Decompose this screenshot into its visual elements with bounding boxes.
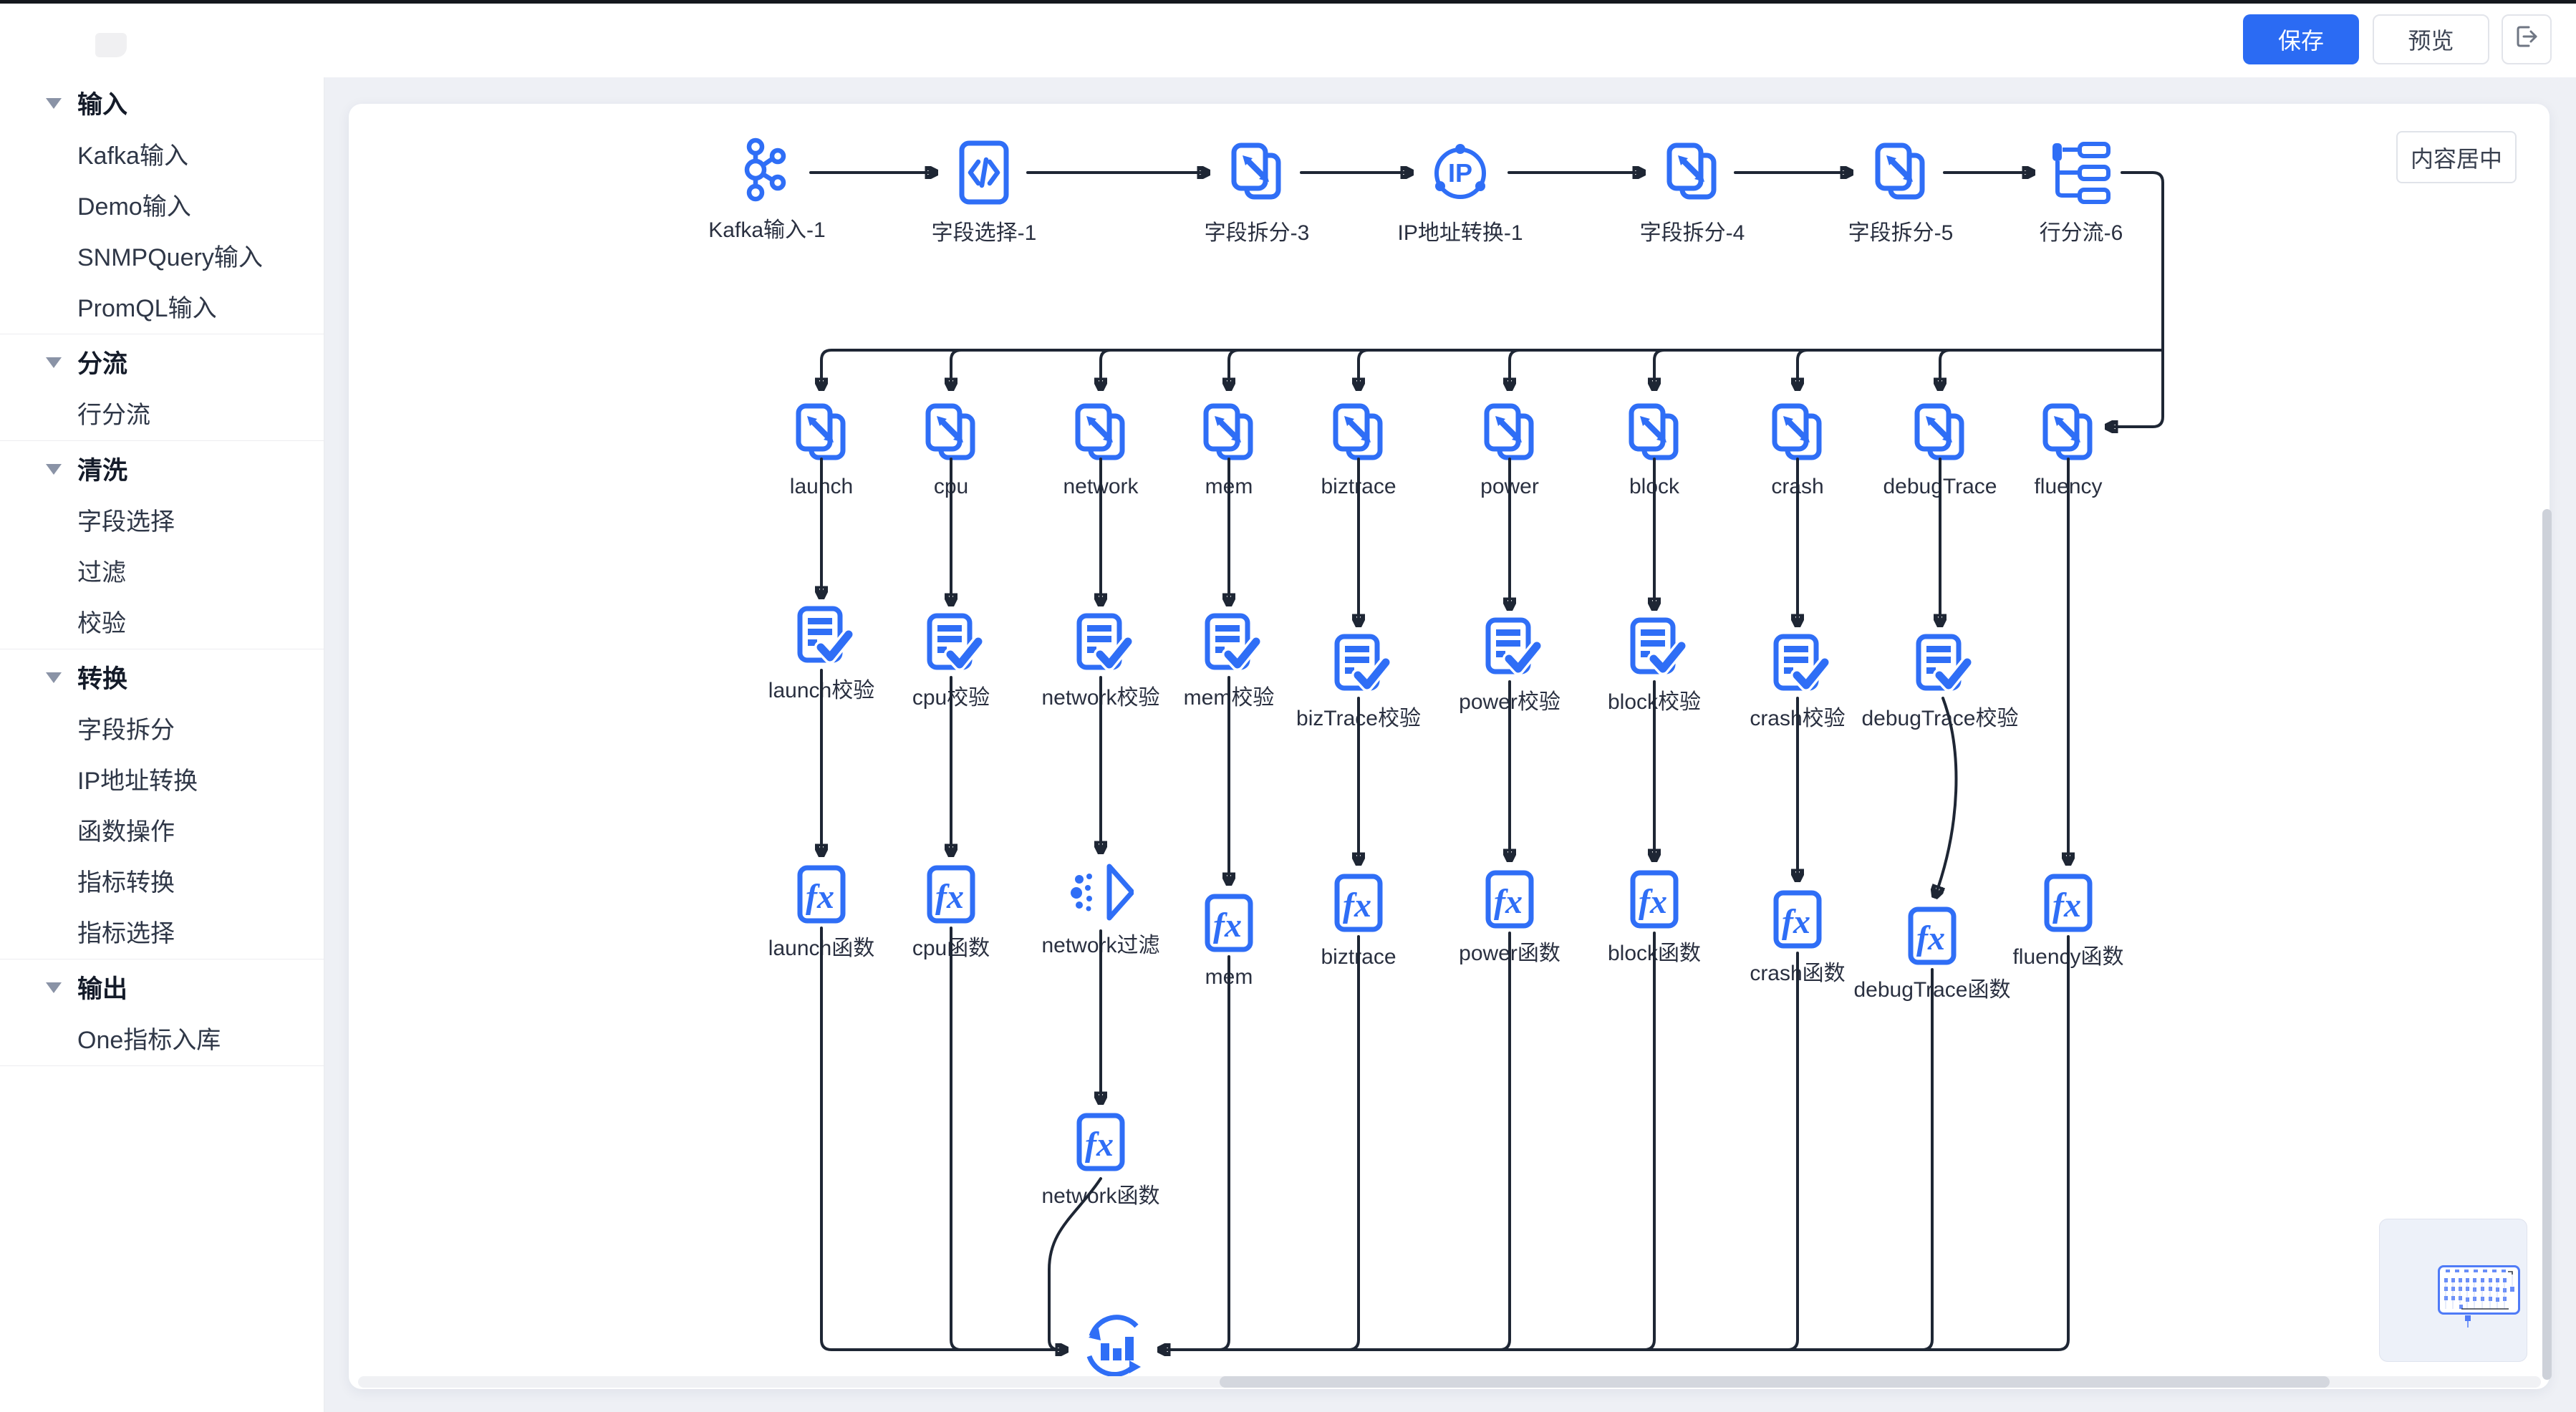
horizontal-scrollbar-thumb[interactable] [1220,1376,2330,1388]
vertical-scrollbar-thumb[interactable] [2542,509,2552,1380]
validate-icon [1477,616,1543,682]
validate-icon [1907,632,1973,698]
window-top-strip [0,0,2576,4]
function-icon [1477,867,1543,933]
function-icon [918,862,984,928]
validate-icon [1621,616,1687,682]
chevron-down-icon [46,982,62,993]
metric-store-icon [1079,1310,1151,1382]
filter-icon [1068,859,1134,925]
field-split-icon [1621,400,1687,466]
validate-icon [1326,632,1391,698]
sidebar-item-filter[interactable]: 过滤 [77,559,126,586]
sidebar-item-row-split[interactable]: 行分流 [77,402,150,429]
ip-convert-icon [1427,140,1493,205]
validate-icon [1196,611,1262,677]
field-split-icon [1659,140,1725,205]
function-icon [1196,891,1262,957]
save-button[interactable]: 保存 [2243,14,2359,64]
node-ip-convert-1[interactable]: IP地址转换-1 [1367,140,1553,246]
node-fluency-fn[interactable]: fluency函数 [1975,871,2161,969]
flow-edges [809,104,2164,1389]
sidebar-item-one-metric-store[interactable]: One指标入库 [77,1027,221,1054]
node-kafka-input-1[interactable]: Kafka输入-1 [674,137,860,243]
validate-icon [1068,611,1134,677]
sidebar-item-snmpquery-input[interactable]: SNMPQuery输入 [77,244,263,271]
sidebar-divider [0,1065,324,1066]
node-field-split-3[interactable]: 字段拆分-3 [1164,140,1350,246]
field-split-icon [1068,400,1134,466]
field-split-icon [1765,400,1830,466]
flow-canvas[interactable]: 内容居中 Kafka输入-1 字段选择-1 字段拆分-3 IP地址转换-1 字段… [349,104,2550,1389]
field-split-icon [1326,400,1391,466]
field-split-icon [1868,140,1934,205]
validate-icon [1765,632,1830,698]
kafka-icon [734,137,800,203]
function-icon [1068,1110,1134,1176]
node-fluency[interactable]: fluency [1975,400,2161,499]
chevron-down-icon [46,672,62,683]
row-split-icon [2048,140,2114,205]
minimap[interactable] [2379,1219,2527,1362]
field-split-icon [1224,140,1290,205]
field-split-icon [788,400,854,466]
node-one-metric-store[interactable] [1022,1310,1208,1382]
sidebar-item-function-op[interactable]: 函数操作 [77,818,175,846]
chevron-down-icon [46,357,62,368]
node-field-split-5[interactable]: 字段拆分-5 [1808,140,1994,246]
field-select-icon [951,140,1017,205]
field-split-icon [918,400,984,466]
node-field-select-1[interactable]: 字段选择-1 [891,140,1077,246]
function-icon [1765,887,1830,953]
node-debugtrace-check[interactable]: debugTrace校验 [1847,632,2033,731]
field-split-icon [1196,400,1262,466]
export-icon [2513,23,2540,56]
minimap-viewport[interactable] [2438,1265,2520,1315]
function-icon [1326,871,1391,937]
minimap-flow-thumbnail [2444,1270,2514,1310]
field-split-icon [2035,400,2101,466]
app-header: 保存 预览 [0,0,2576,77]
sidebar-item-kafka-input[interactable]: Kafka输入 [77,142,188,170]
function-icon [788,862,854,928]
validate-icon [918,611,984,677]
component-sidebar: 输入 Kafka输入 Demo输入 SNMPQuery输入 PromQL输入 分… [0,77,324,1412]
center-content-button[interactable]: 内容居中 [2396,131,2517,183]
sidebar-group-split[interactable]: 分流 [0,337,324,387]
preview-button[interactable]: 预览 [2373,14,2489,64]
export-button[interactable] [2502,14,2552,64]
node-field-split-4[interactable]: 字段拆分-4 [1599,140,1785,246]
minimap-offscreen-node [2465,1315,2471,1328]
function-icon [1899,904,1965,969]
sidebar-group-transform[interactable]: 转换 [0,652,324,702]
sidebar-item-metric-select[interactable]: 指标选择 [77,920,175,947]
field-split-icon [1477,400,1543,466]
sidebar-group-output[interactable]: 输出 [0,962,324,1012]
chevron-down-icon [46,97,62,109]
sidebar-item-ip-convert[interactable]: IP地址转换 [77,768,198,795]
sidebar-item-demo-input[interactable]: Demo输入 [77,193,191,221]
sidebar-item-validate[interactable]: 校验 [77,610,126,637]
chevron-down-icon [46,463,62,475]
node-network-fn[interactable]: network函数 [1008,1110,1194,1209]
horizontal-scrollbar [358,1376,2541,1388]
function-icon [2035,871,2101,937]
function-icon [1621,867,1687,933]
field-split-icon [1907,400,1973,466]
sidebar-item-field-select[interactable]: 字段选择 [77,508,175,536]
sidebar-item-metric-convert[interactable]: 指标转换 [77,869,175,896]
app-logo [95,33,127,57]
sidebar-group-clean[interactable]: 清洗 [0,443,324,494]
sidebar-item-promql-input[interactable]: PromQL输入 [77,295,217,322]
node-row-split-6[interactable]: 行分流-6 [1988,140,2174,246]
sidebar-group-input[interactable]: 输入 [0,77,324,128]
sidebar-divider [0,440,324,441]
validate-icon [788,604,854,670]
sidebar-item-field-split[interactable]: 字段拆分 [77,717,175,744]
